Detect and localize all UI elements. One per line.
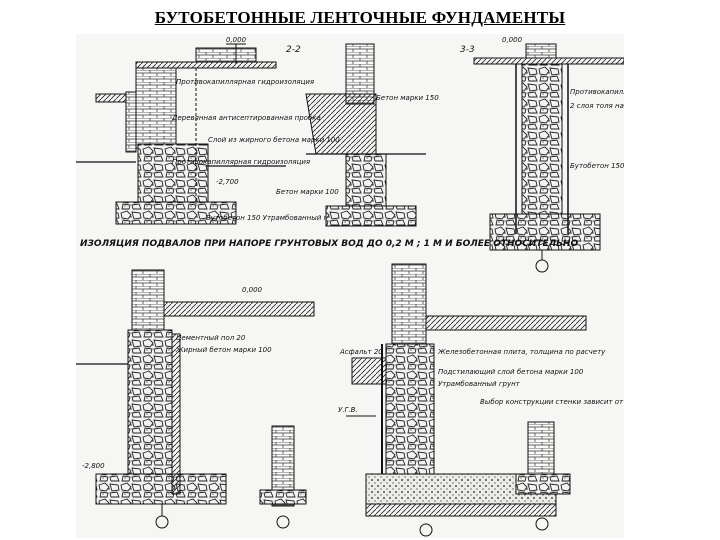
section-3-3: 3-3 0,000 Противокапиллярная гидроизоляц… [460,36,624,273]
label-a1: Противокапиллярная гидроизоляция [176,78,314,86]
elev-ugv: У.Г.В. [338,406,358,414]
label-c7: Выбор конструкции стенки зависит от нали… [480,398,624,406]
elev-mid: 0,000 [242,286,263,294]
label-a4: Противокапиллярная гидроизоляция [172,158,310,166]
detail-bottom-right: У.Г.В. Железобетонная плита, толщина по … [338,263,624,537]
page-title: БУТОБЕТОННЫЕ ЛЕНТОЧНЫЕ ФУНДАМЕНТЫ [0,8,720,28]
label-c1: Цементный пол 20 [176,334,246,342]
elev-top-a: 0,000 [226,36,247,44]
drawing-sheet: 0,000 Противокапиллярная гидроизоляция Д… [76,34,624,538]
label-c2: Железобетонная плита, толщина по расчету [437,348,606,356]
section-2-2-title: 2-2 [286,45,301,55]
elev-top-b: 0,000 [502,36,523,44]
banner-text: ИЗОЛЯЦИЯ ПОДВАЛОВ ПРИ НАПОРЕ ГРУНТОВЫХ В… [80,239,578,249]
label-c4: Асфальт 20 [339,348,383,356]
label-c6: Утрамбованный грунт [438,380,521,388]
label-b1: Противокапиллярная гидроизоляция [570,88,624,96]
elev-low2: -2,800 [82,462,105,470]
foundation-drawing: 0,000 Противокапиллярная гидроизоляция Д… [76,36,624,537]
label-a5: Бетон марки 150 [376,94,439,102]
label-b3: Бутобетон 150 Утрамбованный грунт [570,162,624,170]
label-a3: Слой из жирного бетона марки 100 [208,136,340,144]
label-b2: 2 слоя толя на битумной мастике [570,102,624,110]
section-3-3-title: 3-3 [460,45,475,55]
page-title-text: БУТОБЕТОННЫЕ ЛЕНТОЧНЫЕ ФУНДАМЕНТЫ [154,8,566,27]
elev-low: -2,700 [216,178,239,186]
section-2-2: 2-2 Бетон марки 150 Бетон марки 100 [276,43,439,227]
label-a7: Бутобетон 150 Утрамбованный грунт [206,214,345,222]
label-a6: Бетон марки 100 [276,188,339,196]
label-c5: Подстилающий слой бетона марки 100 [438,368,584,376]
detail-bottom-left: 0,000 Цементный пол 20 Жирный бетон марк… [76,269,315,529]
detail-top-left: 0,000 Противокапиллярная гидроизоляция Д… [76,36,345,225]
label-a2: Деревянная антисептированная пробка [171,114,321,122]
label-c3: Жирный бетон марки 100 [175,346,272,354]
